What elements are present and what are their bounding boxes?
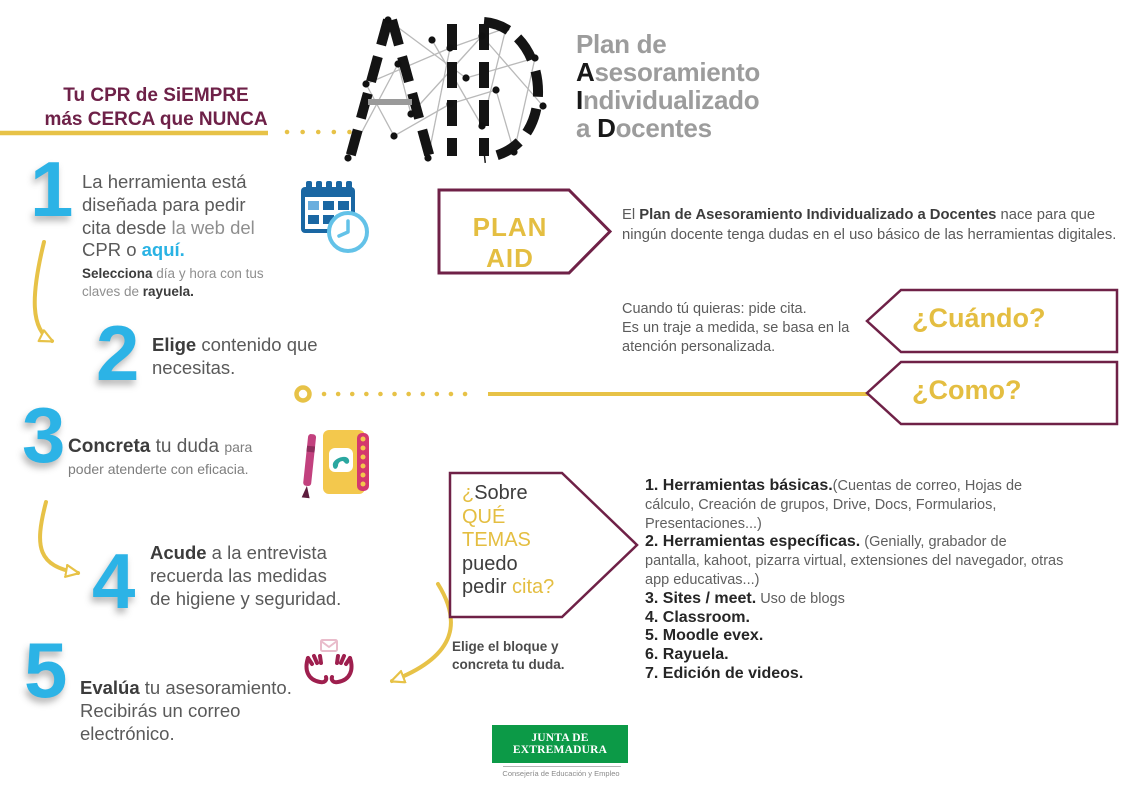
step-4-text: Acude a la entrevista recuerda las medid… [150, 542, 342, 609]
plan-aid-shape [437, 188, 613, 275]
tagline: Tu CPR de SiEMPRE más CERCA que NUNCA [28, 84, 284, 133]
junta-extremadura-logo: JUNTA DE EXTREMADURA [492, 725, 628, 763]
step-2-number: 2 [96, 309, 140, 397]
logo-title-line3: Individualizado [576, 85, 760, 115]
step-5-number: 5 [24, 626, 68, 714]
temas-shape [448, 471, 639, 619]
cuando-banner-shape [865, 288, 1119, 354]
step-3-text-line1: Concreta tu duda para [68, 436, 253, 457]
list-item: 4. Classroom. [645, 608, 750, 626]
list-item: 3. Sites / meet. Uso de blogs [645, 589, 845, 607]
footer-department: Consejería de Educación y Empleo [502, 769, 620, 778]
hands-receiving-mail-icon [304, 639, 354, 685]
calendar-clock-icon [301, 181, 369, 253]
step-1-number: 1 [30, 145, 74, 233]
list-item: 5. Moodle evex. [645, 627, 764, 645]
list-item: 7. Edición de videos. [645, 664, 804, 682]
notebook-phone-pen-icon [301, 430, 369, 499]
step-1-text: La herramienta está diseñada para pedir … [82, 171, 255, 261]
logo-title-line1: Plan de [576, 29, 667, 59]
plan-aid-label: PLAN AID [472, 212, 548, 273]
step-5-text: Evalúa tu asesoramiento. Recibirás un co… [80, 677, 292, 744]
list-item: 1. Herramientas básicas.(Cuentas de corr… [645, 477, 1023, 532]
temas-hint: Elige el bloque y concreta tu duda. [452, 639, 565, 673]
aqui-link[interactable]: aquí. [141, 239, 185, 261]
step-3-number: 3 [22, 391, 66, 479]
topics-list: 1. Herramientas básicas.(Cuentas de corr… [645, 477, 1065, 684]
como-banner-label: ¿Como? [912, 375, 1022, 405]
logo-title-line2: Asesoramiento [576, 57, 760, 87]
list-item: 2. Herramientas específicas. (Genially, … [645, 533, 1064, 588]
plan-aid-description: El Plan de Asesoramiento Individualizado… [622, 207, 1117, 243]
footer-divider [503, 766, 621, 767]
step-3-text-line2: poder atenderte con eficacia. [68, 461, 249, 477]
como-banner-shape [865, 360, 1119, 426]
cuando-paragraph: Cuando tú quieras: pide cita. Es un traj… [622, 301, 850, 355]
logo-title-line4: a Docentes [576, 113, 712, 143]
step-2-text: Elige contenido que necesitas. [152, 334, 318, 378]
step-1-subtext: Selecciona día y hora con tus claves de … [82, 266, 264, 299]
cuando-banner-label: ¿Cuándo? [912, 303, 1046, 333]
tagline-line1: Tu CPR de SiEMPRE [63, 85, 249, 106]
step-4-number: 4 [92, 537, 136, 625]
temas-box-text: ¿Sobre QUÉ TEMAS puedo pedir cita? [462, 482, 555, 598]
logo-title: Plan de Asesoramiento Individualizado a … [576, 30, 760, 142]
tagline-line2: más CERCA que NUNCA [44, 109, 268, 131]
aid-network-logo [344, 16, 547, 163]
list-item: 6. Rayuela. [645, 646, 729, 664]
